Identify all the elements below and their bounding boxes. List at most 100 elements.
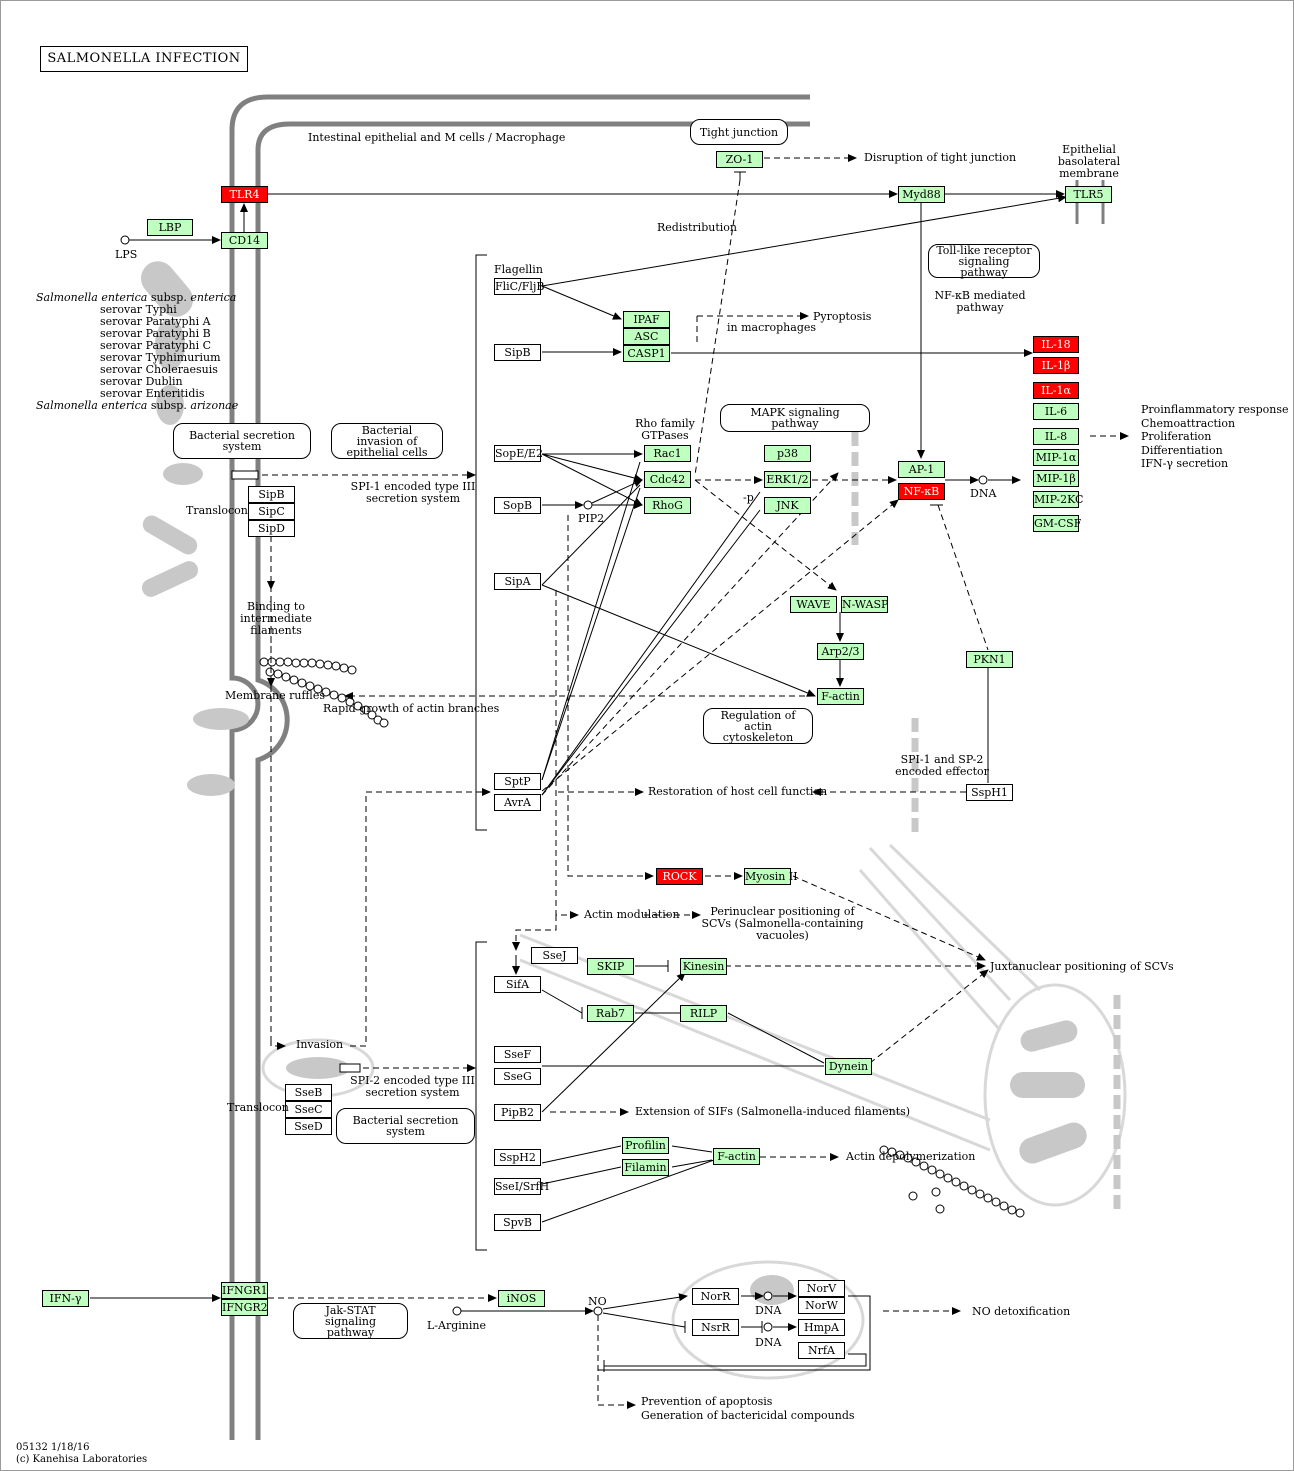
gene-tlr5[interactable]: TLR5 [1065,186,1112,203]
gene-myosin2[interactable]: Myosin II [744,868,798,885]
effector-sopb[interactable]: SopB [494,497,541,514]
gene-casp1[interactable]: CASP1 [623,345,670,362]
gene-myd88[interactable]: Myd88 [898,186,945,203]
effector-nsrr[interactable]: NsrR [692,1319,739,1336]
gene-ifngr1[interactable]: IFNGR1 [221,1282,268,1299]
effector-avra[interactable]: AvrA [494,794,541,811]
effector-sipd[interactable]: SipD [248,520,295,537]
effector-sipc[interactable]: SipC [248,503,295,520]
effector-ssph2[interactable]: SspH2 [494,1149,541,1166]
gene-mip1a[interactable]: MIP-1α [1033,449,1079,466]
label-spi-effector: SPI-1 and SP-2 encoded effector [895,753,989,778]
effector-ssej[interactable]: SseJ [531,947,578,964]
label-juxtanuclear: Juxtanuclear positioning of SCVs [990,960,1174,973]
effector-ssef[interactable]: SseF [494,1046,541,1063]
gene-lbp[interactable]: LBP [147,219,193,236]
response-item: IFN-γ secretion [1141,457,1229,470]
gene-rhog[interactable]: RhoG [644,497,691,514]
gene-rilp[interactable]: RILP [680,1005,727,1022]
label-prevention: Prevention of apoptosis [641,1395,773,1408]
gene-rab7[interactable]: Rab7 [587,1005,634,1022]
gene-kinesin[interactable]: Kinesin [680,958,727,975]
gene-gmcsf[interactable]: GM-CSF [1033,515,1082,532]
gene-nfkb[interactable]: NF-κB [898,483,945,500]
gene-pkn1[interactable]: PKN1 [966,651,1013,668]
effector-nrfa[interactable]: NrfA [798,1342,845,1359]
label-generation: Generation of bactericidal compounds [641,1409,855,1422]
gene-ifng[interactable]: IFN-γ [42,1290,89,1307]
label-translocon-1: Translocon [186,504,248,517]
gene-mip1b[interactable]: MIP-1β [1033,470,1079,487]
link-bacterial-invasion[interactable]: Bacterial invasion of epithelial cells [331,423,443,459]
effector-sptp[interactable]: SptP [494,773,541,790]
effector-sipb-flagellin[interactable]: SipB [494,344,541,361]
label-disruption: Disruption of tight junction [864,151,1017,164]
gene-cdc42[interactable]: Cdc42 [644,471,691,488]
gene-rock[interactable]: ROCK [656,868,703,885]
effector-sipb[interactable]: SipB [248,486,295,503]
label-flagellin: Flagellin [494,263,543,276]
gene-factin[interactable]: F-actin [817,688,864,705]
gene-ap1[interactable]: AP-1 [898,461,945,478]
gene-factin-2[interactable]: F-actin [713,1148,760,1165]
gene-il18[interactable]: IL-18 [1033,336,1079,353]
effector-flic[interactable]: FliC/FljB [494,278,545,295]
gene-arp23[interactable]: Arp2/3 [817,643,864,660]
effector-sseb[interactable]: SseB [285,1084,332,1101]
link-actin-regulation[interactable]: Regulation of actin cytoskeleton [703,708,813,744]
gene-rac1[interactable]: Rac1 [644,445,691,462]
serovar-item: serovar Dublin [100,375,183,388]
effector-sipa[interactable]: SipA [494,573,541,590]
gene-nwasp[interactable]: N-WASP [841,596,889,613]
link-jak-stat[interactable]: Jak-STAT signaling pathway [293,1303,408,1339]
gene-skip[interactable]: SKIP [587,958,634,975]
gene-p38[interactable]: p38 [764,445,811,462]
effector-spvb[interactable]: SpvB [494,1214,541,1231]
gene-wave[interactable]: WAVE [790,596,837,613]
label-dna-3: DNA [755,1336,782,1349]
effector-norw[interactable]: NorW [798,1297,845,1314]
gene-jnk[interactable]: JNK [764,497,811,514]
link-bacterial-secretion-2[interactable]: Bacterial secretion system [336,1108,475,1144]
effector-ssei[interactable]: SseI/SrfH [494,1178,550,1195]
link-tlr-pathway[interactable]: Toll-like receptor signaling pathway [928,244,1040,278]
gene-filamin[interactable]: Filamin [622,1159,669,1176]
pathway-title: SALMONELLA INFECTION [40,46,248,72]
gene-il1b[interactable]: IL-1β [1033,357,1079,374]
effector-ssed[interactable]: SseD [285,1118,332,1135]
label-restoration: Restoration of host cell function [648,785,828,798]
effector-sope[interactable]: SopE/E2 [494,445,543,462]
label-translocon-2: Translocon [227,1101,289,1114]
link-tight-junction[interactable]: Tight junction [690,119,788,145]
serovar-item: serovar Paratyphi C [100,339,212,352]
effector-norv[interactable]: NorV [798,1280,845,1297]
gene-erk12[interactable]: ERK1/2 [764,471,811,488]
gene-il6[interactable]: IL-6 [1033,403,1079,420]
gene-mip2kc[interactable]: MIP-2KC [1033,491,1084,508]
effector-ssph1[interactable]: SspH1 [966,784,1013,801]
link-mapk[interactable]: MAPK signaling pathway [720,404,870,432]
gene-profilin[interactable]: Profilin [622,1137,669,1154]
gene-il1a[interactable]: IL-1α [1033,382,1079,399]
effector-norr[interactable]: NorR [692,1288,739,1305]
link-bacterial-secretion-1[interactable]: Bacterial secretion system [173,423,311,459]
gene-asc[interactable]: ASC [623,328,670,345]
effector-ssec[interactable]: SseC [285,1101,332,1118]
gene-dynein[interactable]: Dynein [825,1058,872,1075]
gene-tlr4[interactable]: TLR4 [221,186,268,203]
effector-hmpa[interactable]: HmpA [798,1319,845,1336]
effector-pipb2[interactable]: PipB2 [494,1104,541,1121]
gene-ifngr2[interactable]: IFNGR2 [221,1299,268,1316]
gene-ipaf[interactable]: IPAF [623,311,670,328]
gene-cd14[interactable]: CD14 [221,232,268,249]
label-actin-depoly: Actin depolymerization [846,1150,976,1163]
effector-sifa[interactable]: SifA [494,976,541,993]
effector-sseg[interactable]: SseG [494,1068,541,1085]
compound-nodes [120,235,988,1332]
gene-inos[interactable]: iNOS [498,1290,545,1307]
gene-il8[interactable]: IL-8 [1033,428,1079,445]
label-no-detox: NO detoxification [972,1305,1071,1318]
gene-zo1[interactable]: ZO-1 [716,151,763,168]
response-list: Proinflammatory response Chemoattraction… [1141,404,1289,472]
label-membrane-ruffles: Membrane ruffles [225,689,325,702]
